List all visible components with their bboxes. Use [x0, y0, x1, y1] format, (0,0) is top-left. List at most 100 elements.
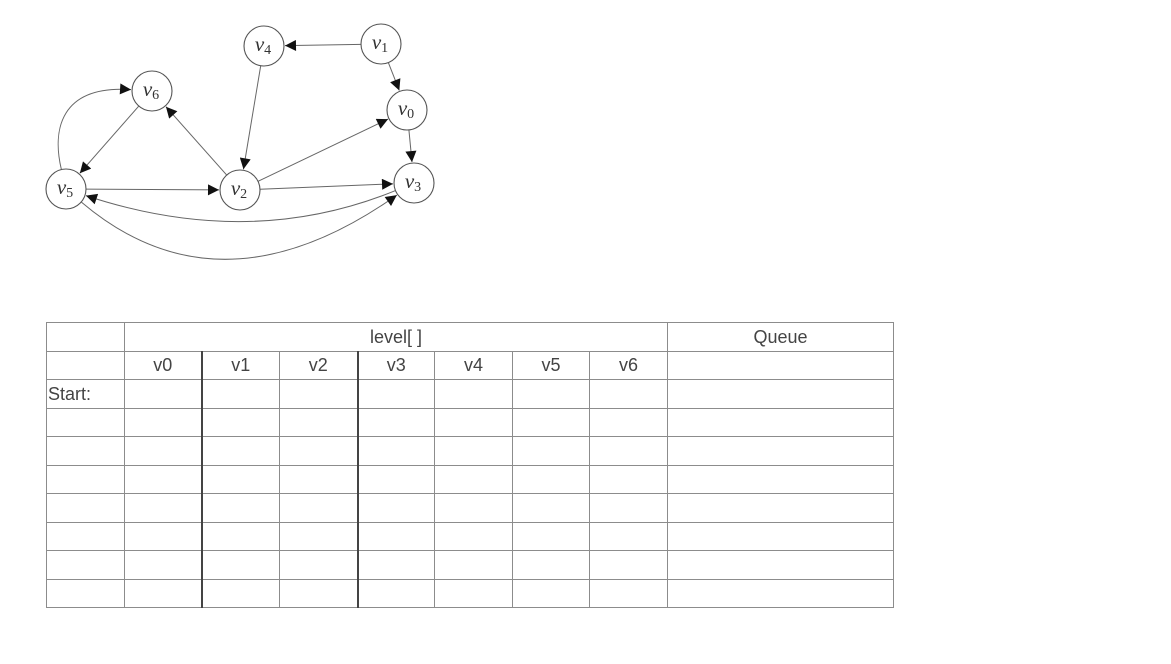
level-cell-v0[interactable] — [124, 578, 203, 608]
node-v6: v6 — [131, 70, 173, 112]
level-cell-v4[interactable] — [434, 407, 513, 437]
level-cell-v5[interactable] — [512, 379, 590, 409]
node-v2: v2 — [219, 169, 261, 211]
level-cell-v4[interactable] — [434, 493, 513, 523]
column-header-v0: v0 — [124, 350, 203, 380]
column-header-v5: v5 — [512, 350, 590, 380]
level-cell-v3[interactable] — [357, 521, 435, 551]
row-label-cell — [46, 578, 125, 608]
level-cell-v1[interactable] — [201, 578, 280, 608]
level-cell-v0[interactable] — [124, 436, 203, 466]
level-cell-v1[interactable] — [201, 379, 280, 409]
level-cell-v1[interactable] — [201, 521, 280, 551]
queue-cell[interactable] — [667, 521, 894, 551]
row-label-cell — [46, 464, 125, 494]
level-cell-v2[interactable] — [279, 436, 359, 466]
row-label-cell — [46, 436, 125, 466]
level-cell-v0[interactable] — [124, 379, 203, 409]
level-cell-v6[interactable] — [589, 550, 668, 580]
queue-cell[interactable] — [667, 550, 894, 580]
level-cell-v5[interactable] — [512, 578, 590, 608]
edge-v2-v3 — [259, 178, 394, 190]
level-cell-v3[interactable] — [357, 379, 435, 409]
row-label-cell — [46, 493, 125, 523]
level-cell-v6[interactable] — [589, 407, 668, 437]
table-row — [46, 521, 894, 551]
queue-column-cell — [667, 350, 894, 380]
column-header-v4: v4 — [434, 350, 513, 380]
level-cell-v2[interactable] — [279, 464, 359, 494]
column-header-row: v0 v1 v2 v3 v4 v5 v6 — [46, 350, 894, 380]
queue-cell[interactable] — [667, 407, 894, 437]
queue-cell[interactable] — [667, 379, 894, 409]
edge-v3-v5 — [85, 190, 396, 223]
level-cell-v4[interactable] — [434, 436, 513, 466]
edge-v5-v6 — [57, 83, 132, 170]
level-cell-v0[interactable] — [124, 493, 203, 523]
level-cell-v0[interactable] — [124, 521, 203, 551]
level-cell-v3[interactable] — [357, 550, 435, 580]
level-cell-v5[interactable] — [512, 493, 590, 523]
column-header-v3: v3 — [357, 350, 435, 380]
level-cell-v3[interactable] — [357, 407, 435, 437]
level-cell-v5[interactable] — [512, 521, 590, 551]
edge-v0-v3 — [405, 129, 417, 163]
node-label: v0 — [398, 96, 414, 122]
node-circle — [393, 162, 435, 204]
node-v1: v1 — [360, 23, 402, 65]
level-cell-v5[interactable] — [512, 464, 590, 494]
level-cell-v3[interactable] — [357, 436, 435, 466]
node-v5: v5 — [45, 168, 87, 210]
level-cell-v3[interactable] — [357, 578, 435, 608]
level-cell-v2[interactable] — [279, 578, 359, 608]
level-cell-v1[interactable] — [201, 436, 280, 466]
level-cell-v0[interactable] — [124, 464, 203, 494]
level-cell-v4[interactable] — [434, 521, 513, 551]
level-cell-v2[interactable] — [279, 407, 359, 437]
level-cell-v0[interactable] — [124, 407, 203, 437]
level-cell-v2[interactable] — [279, 521, 359, 551]
level-cell-v1[interactable] — [201, 464, 280, 494]
queue-cell[interactable] — [667, 464, 894, 494]
level-cell-v6[interactable] — [589, 493, 668, 523]
table-body: level[ ] Queue v0 v1 v2 v3 v4 v5 v6 Star… — [46, 322, 894, 608]
level-cell-v4[interactable] — [434, 550, 513, 580]
level-cell-v4[interactable] — [434, 464, 513, 494]
level-cell-v6[interactable] — [589, 436, 668, 466]
level-cell-v4[interactable] — [434, 578, 513, 608]
level-cell-v6[interactable] — [589, 464, 668, 494]
level-cell-v5[interactable] — [512, 550, 590, 580]
node-v4: v4 — [243, 25, 285, 67]
level-cell-v2[interactable] — [279, 379, 359, 409]
edge-v1-v4 — [284, 39, 362, 51]
level-cell-v1[interactable] — [201, 550, 280, 580]
edge-v4-v2 — [239, 65, 262, 170]
level-cell-v5[interactable] — [512, 436, 590, 466]
level-cell-v6[interactable] — [589, 578, 668, 608]
header-row: level[ ] Queue — [46, 322, 894, 352]
level-cell-v6[interactable] — [589, 521, 668, 551]
node-circle — [243, 25, 285, 67]
queue-cell[interactable] — [667, 436, 894, 466]
level-cell-v2[interactable] — [279, 550, 359, 580]
level-cell-v0[interactable] — [124, 550, 203, 580]
level-header: level[ ] — [124, 322, 668, 352]
level-cell-v3[interactable] — [357, 493, 435, 523]
queue-cell[interactable] — [667, 578, 894, 608]
node-label: v6 — [143, 77, 159, 103]
level-cell-v4[interactable] — [434, 379, 513, 409]
edge-v2-v0 — [257, 118, 389, 182]
level-cell-v1[interactable] — [201, 407, 280, 437]
node-label: v4 — [255, 32, 271, 58]
column-header-v2: v2 — [279, 350, 359, 380]
level-cell-v5[interactable] — [512, 407, 590, 437]
level-cell-v1[interactable] — [201, 493, 280, 523]
node-v3: v3 — [393, 162, 435, 204]
edge-v6-v5 — [79, 105, 140, 174]
edge-v5-v2 — [85, 184, 220, 196]
level-cell-v2[interactable] — [279, 493, 359, 523]
level-cell-v3[interactable] — [357, 464, 435, 494]
node-label: v2 — [231, 176, 247, 202]
level-cell-v6[interactable] — [589, 379, 668, 409]
queue-cell[interactable] — [667, 493, 894, 523]
